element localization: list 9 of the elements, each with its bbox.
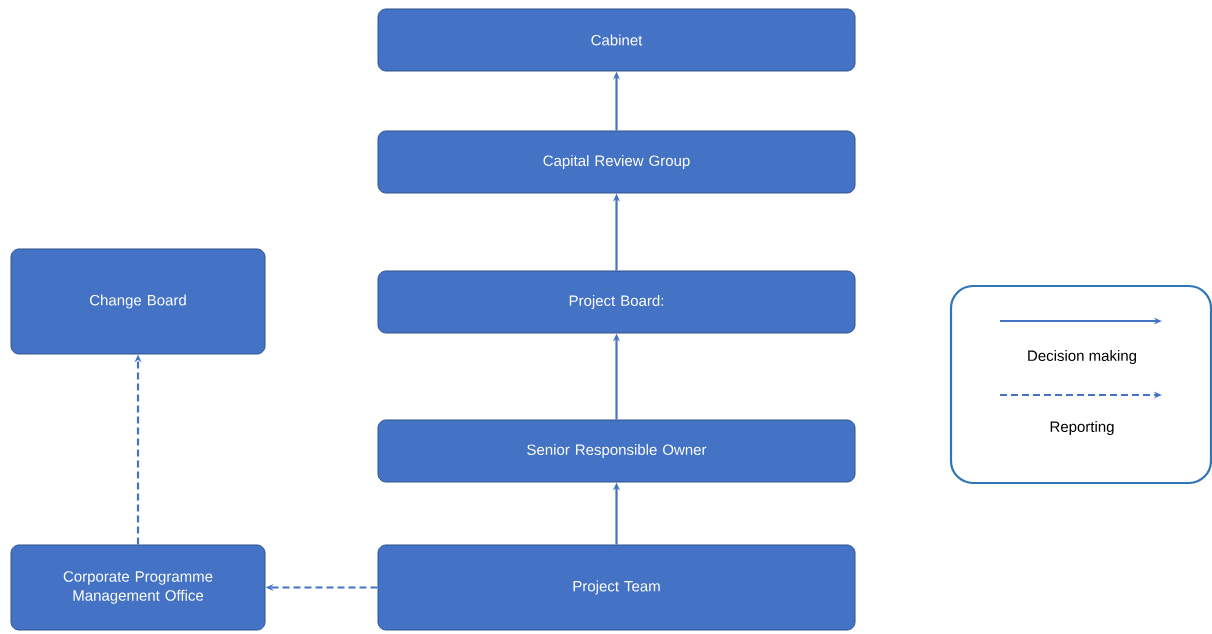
legend-label: Reporting — [1050, 421, 1114, 435]
process-box: Senior Responsible Owner — [377, 419, 856, 483]
process-box: Capital Review Group — [377, 130, 856, 194]
process-box: Project Board: — [377, 270, 856, 334]
process-box: Cabinet — [377, 8, 856, 72]
process-box: Change Board — [10, 248, 266, 355]
process-box: Corporate Programme Management Office — [10, 544, 266, 631]
process-box: Project Team — [377, 544, 856, 631]
legend-label: Decision making — [1028, 350, 1136, 364]
